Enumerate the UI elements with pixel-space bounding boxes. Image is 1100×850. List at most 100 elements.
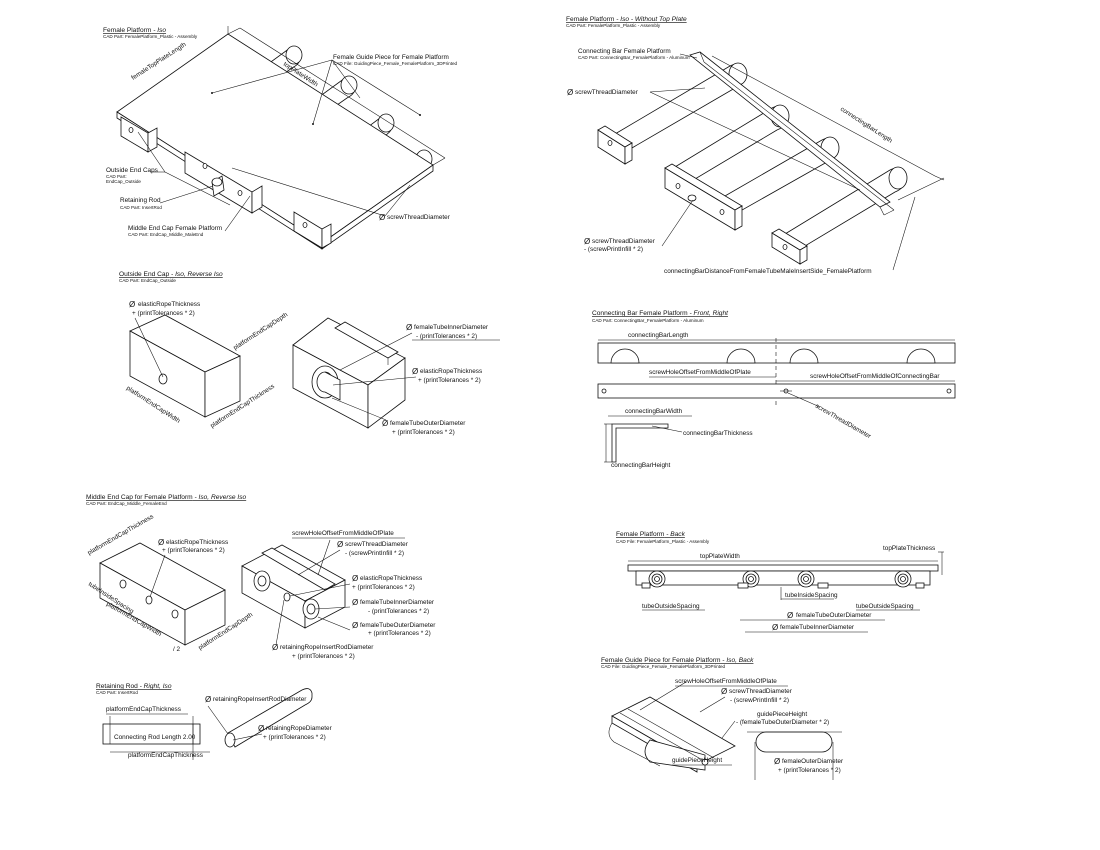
female-outer-diameter-label: femaleOuterDiameter xyxy=(782,758,844,765)
cad-part-label: CAD File: GuidingPiece_Female_FemalePlat… xyxy=(601,664,726,669)
guide-piece-back xyxy=(747,731,842,780)
dim-label-top-plate-thickness: topPlateThickness xyxy=(883,545,935,552)
female-tube-inner-diameter-label: femaleTubeInnerDiameter xyxy=(780,624,855,631)
dim-label-connecting-bar-length: connectingBarLength xyxy=(628,332,689,339)
dim-label-screw-thread-diameter: screwThreadDiameter xyxy=(814,403,873,441)
print-tolerances-4-label: + (printTolerances * 2) xyxy=(292,653,355,660)
dim-label-connecting-bar-width: connectingBarWidth xyxy=(625,408,683,415)
outside-end-caps-cad2: EndCap_Outside xyxy=(106,179,141,184)
print-tolerances-3-label: + (printTolerances * 2) xyxy=(368,630,431,637)
elastic-rope-thickness-2-label: elasticRopeThickness xyxy=(360,575,422,582)
dim-label-guide-piece-height: guidePieceHeight xyxy=(757,711,807,718)
print-tolerances-3-label: + (printTolerances * 2) xyxy=(392,429,455,436)
print-tolerances-label: + (printTolerances * 2) xyxy=(132,310,195,317)
connecting-bar-front xyxy=(597,338,956,405)
dim-label-platform-end-cap-depth: platformEndCapDepth xyxy=(232,311,289,352)
view-retaining-rod: Retaining Rod - Right, Iso CAD Part: Ins… xyxy=(96,683,333,760)
screw-print-infill-label: - (screwPrintInfill * 2) xyxy=(730,697,789,704)
female-tube-outer-diameter-label: femaleTubeOuterDiameter xyxy=(796,612,872,619)
guide-piece-label: Female Guide Piece for Female Platform xyxy=(333,54,449,61)
view-title: Outside End Cap - Iso, Reverse Iso xyxy=(119,271,223,278)
cad-part-label: CAD Part: FemalePlatform_Plastic - Assem… xyxy=(103,34,198,39)
elastic-rope-thickness-label: elasticRopeThickness xyxy=(166,539,228,546)
print-tolerances-2-label: + (printTolerances * 2) xyxy=(352,584,415,591)
print-tolerances-label: + (printTolerances * 2) xyxy=(778,767,841,774)
diameter-symbol: Ø xyxy=(787,611,793,620)
screw-thread-diameter-label: screwThreadDiameter xyxy=(345,541,409,548)
view-female-platform-back: Female Platform - Back CAD File: FemaleP… xyxy=(616,531,944,633)
diameter-symbol: Ø xyxy=(721,687,727,696)
diameter-symbol: Ø xyxy=(352,574,358,583)
view-female-platform-iso: Female Platform - Iso CAD Part: FemalePl… xyxy=(103,26,458,250)
elastic-rope-thickness-2-label: elasticRopeThickness xyxy=(420,368,482,375)
screw-print-infill-label: - (screwPrintInfill * 2) xyxy=(584,246,643,253)
retaining-rod-cad-label: CAD Part: InsertRod xyxy=(120,205,162,210)
dim-label-tube-outside-spacing-left: tubeOutsideSpacing xyxy=(642,603,700,610)
guide-piece-iso xyxy=(608,681,736,773)
female-tube-outer-minus-label: - (femaleTubeOuterDiameter * 2) xyxy=(736,719,829,726)
view-title: Female Platform - Iso xyxy=(103,27,166,34)
middle-end-cap-cad-label: CAD Part: EndCap_Middle_MaleEnd xyxy=(128,232,204,237)
screw-thread-diameter-label: screwThreadDiameter xyxy=(729,688,793,695)
dim-label-screw-hole-offset-plate: screwHoleOffsetFromMiddleOfPlate xyxy=(675,678,777,685)
end-caps xyxy=(597,125,808,265)
dim-label-screw-hole-offset-bar: screwHoleOffsetFromMiddleOfConnectingBar xyxy=(810,373,940,380)
print-tolerances-label: + (printTolerances * 2) xyxy=(162,547,225,554)
dim-label-screw-hole-offset-plate: screwHoleOffsetFromMiddleOfPlate xyxy=(649,369,751,376)
cad-part-label: CAD File: FemalePlatform_Plastic - Assem… xyxy=(616,539,710,544)
cad-part-label: CAD Part: EndCap_Middle_FemaleEnd xyxy=(86,501,167,506)
dim-label-screw-hole-offset-plate: screwHoleOffsetFromMiddleOfPlate xyxy=(292,530,394,537)
print-tolerances-minus-label: - (printTolerances * 2) xyxy=(416,333,477,340)
dim-label-tube-outside-spacing-right: tubeOutsideSpacing xyxy=(856,603,914,610)
cad-part-label: CAD Part: FemalePlatform_Plastic - Assem… xyxy=(566,23,661,28)
view-title: Female Platform - Back xyxy=(616,531,686,538)
retaining-rope-insert-rod-diameter-label: retainingRopeInsertRodDiameter xyxy=(280,644,374,651)
middle-end-cap-iso xyxy=(99,542,226,646)
dim-label-connecting-bar-distance: connectingBarDistanceFromFemaleTubeMaleI… xyxy=(664,268,872,275)
print-tolerances-label: + (printTolerances * 2) xyxy=(263,734,326,741)
guide-piece-cad-label: CAD File: GuidingPiece_Female_FemalePlat… xyxy=(333,61,458,66)
connecting-bar-label: Connecting Bar Female Platform xyxy=(578,48,671,55)
diameter-symbol: Ø xyxy=(772,623,778,632)
diameter-symbol: Ø xyxy=(258,724,264,733)
diameter-symbol: Ø xyxy=(337,540,343,549)
dim-label-connecting-bar-height: connectingBarHeight xyxy=(611,462,671,469)
diameter-symbol: Ø xyxy=(382,419,388,428)
view-middle-end-cap: Middle End Cap for Female Platform - Iso… xyxy=(86,494,436,660)
middle-end-cap-label: Middle End Cap Female Platform xyxy=(128,225,222,232)
screw-thread-diameter-label: screwThreadDiameter xyxy=(575,89,639,96)
outside-end-caps-cad1: CAD Part: xyxy=(106,174,127,179)
dim-label-connecting-rod-length: Connecting Rod Length 2.00 xyxy=(114,734,196,741)
diameter-symbol: Ø xyxy=(406,323,412,332)
diameter-symbol: Ø xyxy=(567,88,573,97)
view-outside-end-cap: Outside End Cap - Iso, Reverse Iso CAD P… xyxy=(119,271,500,436)
retaining-rod xyxy=(211,175,225,197)
cad-part-label: CAD Part: InsertRod xyxy=(96,690,138,695)
view-connecting-bar-front-right: Connecting Bar Female Platform - Front, … xyxy=(592,310,956,469)
cad-part-label: CAD Part: EndCap_Outside xyxy=(119,278,176,283)
dim-label-connecting-bar-thickness: connectingBarThickness xyxy=(683,430,753,437)
outside-end-cap-reverse-iso xyxy=(292,317,406,429)
outside-end-cap-iso xyxy=(129,314,241,418)
retaining-rod-iso xyxy=(224,688,313,748)
screw-print-infill-label: - (screwPrintInfill * 2) xyxy=(345,550,404,557)
female-tube-inner-diameter-label: femaleTubeInnerDiameter xyxy=(414,324,489,331)
diameter-symbol: Ø xyxy=(272,643,278,652)
female-tube-outer-diameter-label: femaleTubeOuterDiameter xyxy=(360,622,436,629)
female-tube-inner-diameter-label: femaleTubeInnerDiameter xyxy=(360,599,435,606)
cad-part-label: CAD Part: ConnectingBar_FemalePlatform -… xyxy=(592,318,704,323)
diameter-symbol: Ø xyxy=(158,538,164,547)
view-female-platform-no-top-plate: Female Platform - Iso - Without Top Plat… xyxy=(566,16,945,275)
dim-label-guide-piece-height-2: guidePieceHeight xyxy=(672,757,722,764)
dim-label-platform-end-cap-thickness-bottom: platformEndCapThickness xyxy=(128,752,203,759)
view-female-guide-piece: Female Guide Piece for Female Platform -… xyxy=(601,657,844,780)
diameter-symbol: Ø xyxy=(774,757,780,766)
screw-thread-diameter-2-label: screwThreadDiameter xyxy=(592,238,656,245)
diameter-symbol: Ø xyxy=(205,695,211,704)
connecting-bar-profile xyxy=(604,423,669,463)
retaining-rope-insert-rod-diameter-label: retainingRopeInsertRodDiameter xyxy=(213,696,307,703)
retaining-rod-side xyxy=(102,716,201,760)
view-title: Female Platform - Iso - Without Top Plat… xyxy=(566,16,687,23)
view-title: Middle End Cap for Female Platform - Iso… xyxy=(86,494,246,501)
